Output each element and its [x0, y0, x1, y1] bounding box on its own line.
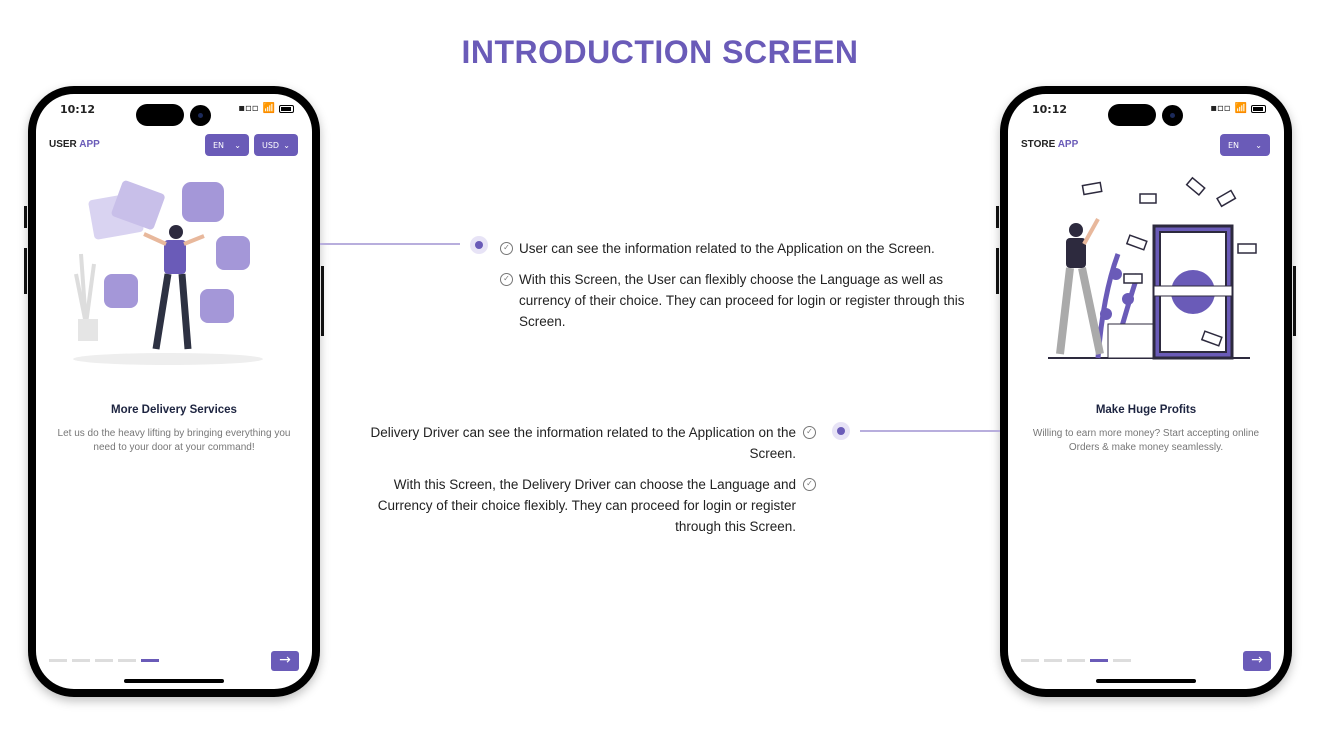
user-note: With this Screen, the User can flexibly … — [519, 272, 965, 329]
check-circle-icon: ✓ — [803, 426, 816, 439]
wifi-icon: 📶 — [262, 103, 275, 114]
signal-icon: ▪▫▫ — [1210, 103, 1231, 114]
connector-node — [470, 236, 488, 254]
camera-icon — [190, 105, 211, 126]
user-app-phone: 10:12 ▪▫▫📶 USER APP EN⌄ USD⌄ More Delive… — [24, 86, 324, 697]
battery-icon — [279, 104, 294, 113]
arrow-right-icon: → — [279, 652, 291, 668]
slide-heading: More Delivery Services — [111, 404, 237, 416]
page-title: INTRODUCTION SCREEN — [461, 34, 859, 70]
status-icons: ▪▫▫📶 — [238, 103, 294, 114]
camera-icon — [1162, 105, 1183, 126]
page-indicator — [49, 659, 159, 662]
status-time: 10:12 — [1032, 103, 1068, 116]
app-suffix: APP — [79, 139, 100, 150]
slide-heading: Make Huge Profits — [1095, 404, 1197, 416]
page-indicator — [1021, 659, 1131, 662]
slide-description: Willing to earn more money? Start accept… — [1032, 428, 1260, 453]
connector-line — [320, 243, 460, 245]
app-name: STORE — [1021, 139, 1056, 150]
delivery-services-illustration — [73, 180, 263, 365]
home-indicator — [124, 679, 224, 683]
check-circle-icon: ✓ — [500, 273, 513, 286]
status-time: 10:12 — [60, 103, 96, 116]
language-select[interactable]: EN ⌄ — [1220, 134, 1270, 156]
next-button[interactable]: → — [271, 651, 299, 671]
language-value: EN — [1228, 140, 1240, 150]
dynamic-island — [136, 104, 184, 126]
check-circle-icon: ✓ — [803, 478, 816, 491]
signal-icon: ▪▫▫ — [238, 103, 259, 114]
app-title: STORE APP — [1021, 139, 1078, 150]
chevron-down-icon: ⌄ — [234, 140, 241, 150]
driver-note: With this Screen, the Delivery Driver ca… — [377, 477, 796, 534]
connector-node — [832, 422, 850, 440]
chevron-down-icon: ⌄ — [283, 140, 290, 150]
money-illustration — [1048, 176, 1257, 360]
chevron-down-icon: ⌄ — [1255, 140, 1262, 150]
battery-icon — [1251, 104, 1266, 113]
driver-note: Delivery Driver can see the information … — [370, 425, 796, 461]
dynamic-island — [1108, 104, 1156, 126]
app-title: USER APP — [49, 139, 100, 150]
slide-description: Let us do the heavy lifting by bringing … — [57, 428, 291, 453]
language-select[interactable]: EN ⌄ — [205, 134, 249, 156]
language-value: EN — [213, 140, 225, 150]
user-note: User can see the information related to … — [519, 241, 935, 256]
app-name: USER — [49, 139, 77, 150]
status-icons: ▪▫▫📶 — [1210, 103, 1266, 114]
currency-value: USD — [262, 140, 280, 150]
wifi-icon: 📶 — [1234, 103, 1247, 114]
currency-select[interactable]: USD⌄ — [254, 134, 298, 156]
app-suffix: APP — [1057, 139, 1079, 150]
store-app-phone: 10:12 ▪▫▫📶 STORE APP EN ⌄ Make Huge Profi… — [996, 86, 1296, 697]
connector-line — [860, 430, 1000, 432]
arrow-right-icon: → — [1251, 652, 1263, 668]
home-indicator — [1096, 679, 1196, 683]
check-circle-icon: ✓ — [500, 242, 513, 255]
next-button[interactable]: → — [1243, 651, 1271, 671]
